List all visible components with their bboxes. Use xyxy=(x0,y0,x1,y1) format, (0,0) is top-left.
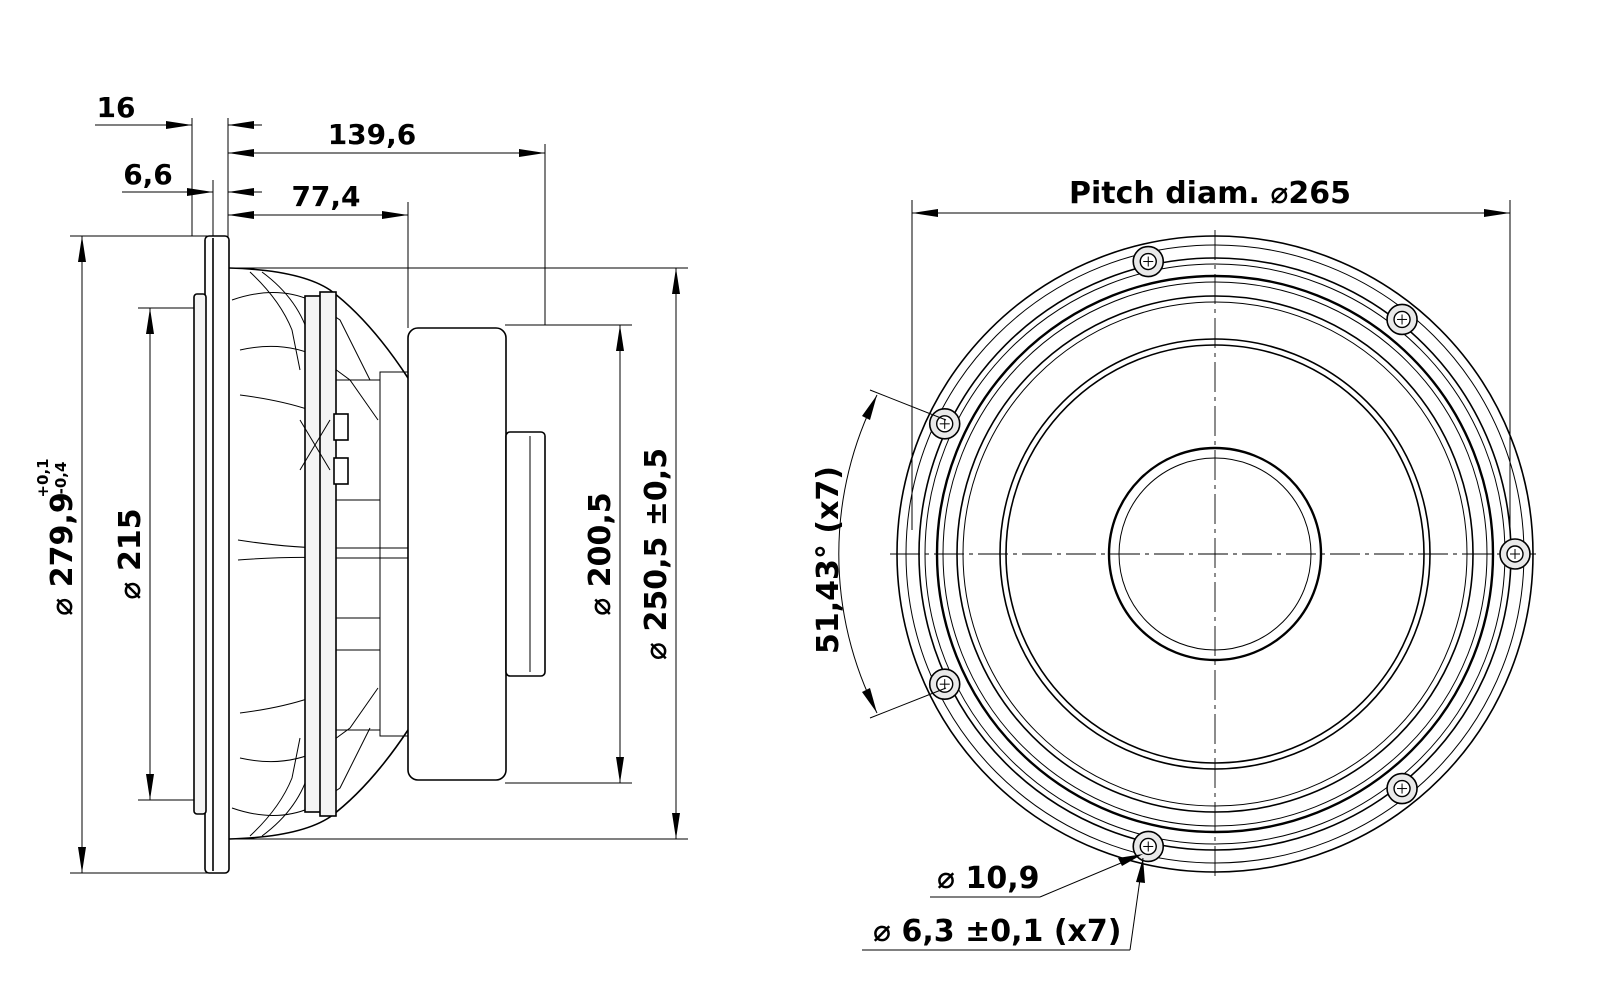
front-view: Pitch diam. ⌀265 xyxy=(811,176,1540,951)
dim-hole-diameters: ⌀ 10,9 ⌀ 6,3 ±0,1 (x7) xyxy=(862,854,1145,951)
dim-hole-angle: 51,43° (x7) xyxy=(811,389,947,719)
svg-text:Pitch diam. ⌀265: Pitch diam. ⌀265 xyxy=(1069,176,1351,211)
pitch-diameter-symbol: ⌀ xyxy=(1270,176,1288,211)
dim-flange-thickness: 16 xyxy=(95,91,262,129)
cone-diameter-symbol: ⌀ xyxy=(113,582,148,600)
outer-diameter-label: 279,9 xyxy=(45,492,80,587)
gasket-thickness-label: 6,6 xyxy=(123,158,173,191)
cone-diameter-label: 215 xyxy=(113,508,148,571)
pitch-diameter-label: 265 xyxy=(1288,176,1351,211)
speaker-side-profile xyxy=(193,235,546,874)
hole-angle-label: 51,43° (x7) xyxy=(811,466,846,654)
bolt-hole xyxy=(1386,772,1418,805)
side-view: 16 139,6 6,6 77,4 xyxy=(34,91,688,874)
hole-diameter-label: 6,3 ±0,1 (x7) xyxy=(902,914,1122,949)
dim-overall-depth: 139,6 xyxy=(228,118,545,157)
frame-diameter-symbol: ⌀ xyxy=(639,642,674,660)
dim-frame-diameter: ⌀ 250,5 ±0,5 xyxy=(639,268,680,839)
svg-text:⌀ 10,9: ⌀ 10,9 xyxy=(937,861,1040,896)
dim-cone-diameter: ⌀ 215 xyxy=(113,308,154,800)
bolt-hole xyxy=(928,408,961,440)
dim-outer-diameter: ⌀ 279,9 +0,1 -0,4 xyxy=(34,236,86,873)
bolt-hole xyxy=(1132,245,1165,278)
bolt-hole xyxy=(1386,303,1418,336)
svg-text:⌀ 6,3 ±0,1 (x7): ⌀ 6,3 ±0,1 (x7) xyxy=(873,914,1121,949)
outer-diameter-symbol: ⌀ xyxy=(45,598,80,616)
frame-diameter-label: 250,5 ±0,5 xyxy=(639,448,674,632)
hole-outer-diameter-label: 10,9 xyxy=(966,861,1040,896)
dim-pitch-diameter: Pitch diam. ⌀265 xyxy=(911,176,1511,530)
outer-tolerance-lower: -0,4 xyxy=(52,462,70,495)
bolt-holes xyxy=(928,245,1531,863)
bolt-hole xyxy=(1132,830,1165,863)
dim-magnet-diameter: ⌀ 200,5 xyxy=(583,325,624,783)
dim-mounting-depth: 77,4 xyxy=(228,180,408,219)
svg-text:⌀ 215: ⌀ 215 xyxy=(113,508,148,599)
pitch-label: Pitch diam. xyxy=(1069,176,1260,211)
mounting-depth-label: 77,4 xyxy=(291,180,360,213)
flange-thickness-label: 16 xyxy=(97,91,136,124)
outer-tolerance-upper: +0,1 xyxy=(34,458,52,497)
overall-depth-label: 139,6 xyxy=(328,118,417,151)
hole-diameter-symbol: ⌀ xyxy=(873,914,891,949)
dim-gasket-thickness: 6,6 xyxy=(122,158,262,196)
hole-outer-diameter-symbol: ⌀ xyxy=(937,861,955,896)
svg-text:⌀ 250,5 ±0,5: ⌀ 250,5 ±0,5 xyxy=(639,448,674,660)
magnet-diameter-label: 200,5 xyxy=(583,492,618,587)
bolt-hole xyxy=(928,668,961,700)
magnet-diameter-symbol: ⌀ xyxy=(583,598,618,616)
svg-text:⌀ 279,9: ⌀ 279,9 xyxy=(45,492,80,615)
svg-text:⌀ 200,5: ⌀ 200,5 xyxy=(583,492,618,615)
bolt-hole xyxy=(1499,538,1531,570)
